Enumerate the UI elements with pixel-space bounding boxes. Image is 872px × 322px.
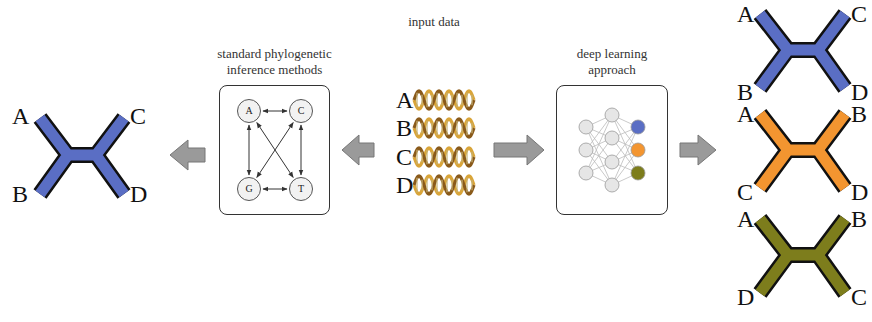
method-box: deep learning approach: [556, 85, 668, 215]
tree-olive: [760, 219, 845, 293]
flow-arrow: [170, 140, 205, 170]
heading: standard phylogenetic inference methods: [205, 46, 345, 78]
state-letter: C: [298, 106, 305, 116]
taxon-label: B: [737, 80, 753, 104]
taxon-label: D: [851, 80, 868, 104]
taxon-label: D: [130, 182, 147, 206]
substitution-arrow: [257, 123, 293, 178]
tree-orange: [760, 114, 845, 188]
taxon-label: B: [12, 182, 28, 206]
substitution-arrow: [249, 125, 250, 175]
substitution-arrow: [263, 189, 287, 190]
state-letter: A: [245, 106, 252, 116]
taxon-label: D: [851, 180, 868, 204]
taxon-label: A: [737, 102, 754, 126]
dna-helices: [414, 91, 474, 194]
sequence-name: D: [396, 173, 413, 197]
taxon-label: A: [737, 207, 754, 231]
nucleotide-state: C: [289, 99, 313, 123]
taxon-label: B: [851, 207, 867, 231]
taxon-label: C: [737, 180, 753, 204]
nucleotide-state: T: [289, 177, 313, 201]
heading: input data: [399, 14, 469, 30]
tree-blue-left: [40, 118, 124, 194]
flow-arrow: [680, 135, 716, 165]
taxon-label: B: [851, 102, 867, 126]
sequence-name: A: [396, 88, 413, 112]
taxon-label: D: [737, 285, 754, 309]
quartet-trees: [40, 14, 845, 293]
sequence-name: B: [396, 116, 412, 140]
taxon-label: C: [130, 104, 146, 128]
taxon-label: C: [851, 2, 867, 26]
nucleotide-state: G: [237, 177, 261, 201]
neural-network-icon: [579, 108, 645, 192]
taxon-label: A: [737, 2, 754, 26]
state-letter: T: [298, 184, 304, 194]
substitution-arrow: [301, 125, 302, 175]
flow-arrow: [494, 135, 544, 165]
state-letter: G: [245, 184, 252, 194]
nucleotide-state: A: [237, 99, 261, 123]
heading: deep learning approach: [552, 46, 672, 78]
method-box: standard phylogenetic inference methodsA…: [219, 85, 330, 215]
taxon-label: C: [851, 285, 867, 309]
substitution-arrow: [257, 123, 293, 178]
substitution-arrow: [263, 111, 287, 112]
flow-arrow: [342, 135, 374, 165]
sequence-name: C: [396, 145, 412, 169]
taxon-label: A: [12, 104, 29, 128]
tree-blue: [760, 14, 845, 88]
